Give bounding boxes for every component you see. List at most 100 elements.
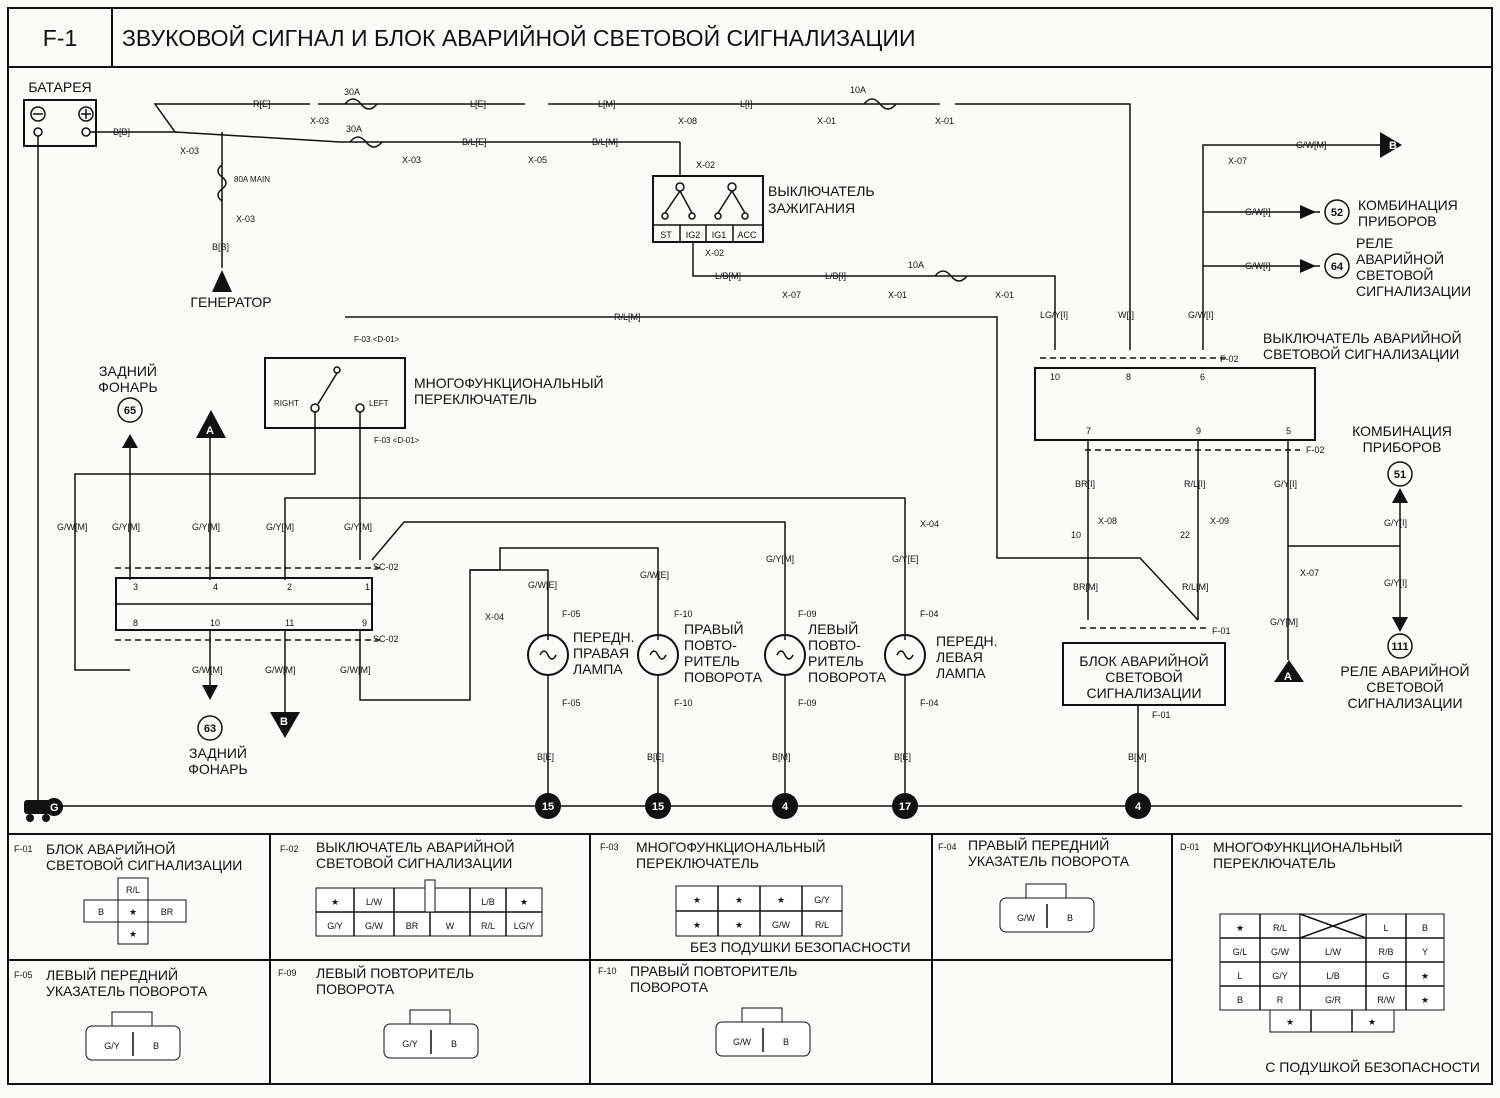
lamp-label: ПОВТО- (684, 637, 737, 653)
mf-right-label: RIGHT (274, 399, 299, 408)
wire-label: G/W[I] (1188, 310, 1214, 320)
ignition-pin: IG2 (686, 230, 701, 240)
ignition-pin: ST (660, 230, 672, 240)
fuse-icon (863, 98, 897, 110)
pin-label: B (98, 907, 104, 917)
wire-label: R/L[M] (1182, 582, 1209, 592)
ref-circle-icon (1387, 633, 1413, 659)
legend-name: ПОВОРОТА (630, 979, 709, 995)
pin-label: G/W (1017, 913, 1036, 923)
combo51-label: ПРИБОРОВ (1363, 439, 1442, 455)
wire-label: W[I] (1118, 310, 1134, 320)
pin-label: W (446, 921, 455, 931)
fuse-icon (934, 270, 968, 282)
offpage-a-icon (1274, 660, 1304, 682)
wire-label: G/W[M] (57, 522, 88, 532)
connector-label: F-09 (798, 698, 817, 708)
svg-text:10: 10 (1071, 530, 1081, 540)
legend-name: ПЕРЕКЛЮЧАТЕЛЬ (1213, 855, 1336, 871)
pin-label: G/Y (814, 895, 830, 905)
hazard-switch-label: ВЫКЛЮЧАТЕЛЬ АВАРИЙНОЙ (1263, 329, 1462, 346)
rear-lamp-label: ФОНАРЬ (98, 379, 158, 395)
pin-label: R/L (815, 920, 829, 930)
wire-label: B/L[E] (462, 137, 487, 147)
wire-label: G/Y[I] (1384, 578, 1407, 588)
pin-label: L/W (1325, 947, 1342, 957)
switch-contact-icon (310, 366, 365, 413)
pin-label: G/W (733, 1037, 752, 1047)
pin-label: ★ (1421, 995, 1429, 1005)
lamp-label: ЛАМПА (573, 661, 623, 677)
fuse-label: 30A (346, 124, 362, 134)
svg-text:2: 2 (287, 582, 292, 592)
connector-f01 (83, 877, 187, 945)
ignition-switch (652, 175, 764, 243)
legend-code: F-10 (598, 966, 617, 976)
connector-label: F-01 (1152, 710, 1171, 720)
pin-label: B (1067, 913, 1073, 923)
wire-label: B[M] (772, 752, 791, 762)
hazard-unit-box (1062, 642, 1226, 706)
pin-label: G (1382, 971, 1389, 981)
svg-text:22: 22 (1180, 530, 1190, 540)
ground-number: 4 (782, 801, 789, 813)
svg-text:11: 11 (285, 618, 294, 628)
connector-f05 (85, 1011, 181, 1061)
lamp-icon (637, 634, 679, 676)
wire-label: G/Y[M] (344, 522, 372, 532)
svg-text:8: 8 (1126, 372, 1131, 382)
wire-label: G/W[I] (1245, 261, 1271, 271)
generator-label: ГЕНЕРАТОР (190, 294, 271, 310)
offpage-ref: B (1389, 140, 1397, 152)
ground-number: 4 (1135, 801, 1142, 813)
svg-text:7: 7 (1086, 426, 1091, 436)
lamp-label: ПОВОРОТА (684, 669, 763, 685)
svg-text:10: 10 (210, 618, 220, 628)
lamp-label: РИТЕЛЬ (808, 653, 864, 669)
ignition-label: ВЫКЛЮЧАТЕЛЬ (768, 183, 875, 199)
connector-label: X-08 (1098, 516, 1117, 526)
arrow-icon (1300, 205, 1316, 219)
page-title: ЗВУКОВОЙ СИГНАЛ И БЛОК АВАРИЙНОЙ СВЕТОВО… (122, 24, 915, 51)
wire-label: BR[M] (1073, 582, 1098, 592)
wire-label: R/L[M] (614, 312, 641, 322)
outer-frame (7, 7, 1493, 1085)
pin-label: ★ (129, 929, 137, 939)
wire-label: B[M] (1128, 752, 1147, 762)
connector-label: X-03 (402, 155, 421, 165)
pin-label: ★ (1236, 923, 1244, 933)
fuse-label: 10A (908, 260, 924, 270)
legend-name: МНОГОФУНКЦИОНАЛЬНЫЙ (636, 838, 826, 855)
pin-label: G/W (772, 920, 791, 930)
pin-label: R/W (1377, 995, 1395, 1005)
connector-label: X-02 (705, 248, 724, 258)
fuse-label: 10A (850, 85, 866, 95)
fuse-label: 80A MAIN (234, 175, 270, 184)
hazard-unit-label: СВЕТОВОЙ (1105, 668, 1182, 685)
mf-label: МНОГОФУНКЦИОНАЛЬНЫЙ (414, 374, 604, 391)
wire-label: R[E] (253, 99, 271, 109)
lamp-label: ПРАВАЯ (573, 645, 629, 661)
fuse-label: 30A (344, 87, 360, 97)
legend-code: F-04 (938, 842, 957, 852)
connector-label: F-02 (1306, 445, 1325, 455)
legend-code: F-09 (278, 968, 297, 978)
pin-label: ★ (735, 895, 743, 905)
legend-name: ПЕРЕКЛЮЧАТЕЛЬ (636, 855, 759, 871)
connector-label: X-09 (1210, 516, 1229, 526)
wire-label: G/Y[I] (1384, 518, 1407, 528)
relay111-label: СВЕТОВОЙ (1366, 678, 1443, 695)
pin-label: B (783, 1037, 789, 1047)
ref-number: 64 (1331, 261, 1344, 273)
ref-circle-icon (1324, 253, 1350, 279)
ground-node (892, 793, 918, 819)
svg-text:8: 8 (133, 618, 138, 628)
wire-label: G/Y[M] (192, 522, 220, 532)
ref-number: 111 (1391, 641, 1408, 653)
ground-node (645, 793, 671, 819)
connector-label: F-03 <D-01> (354, 335, 400, 344)
legend-code: F-02 (280, 844, 299, 854)
ref-circle-icon (1387, 461, 1413, 487)
relay111-label: РЕЛЕ АВАРИЙНОЙ (1340, 662, 1469, 679)
